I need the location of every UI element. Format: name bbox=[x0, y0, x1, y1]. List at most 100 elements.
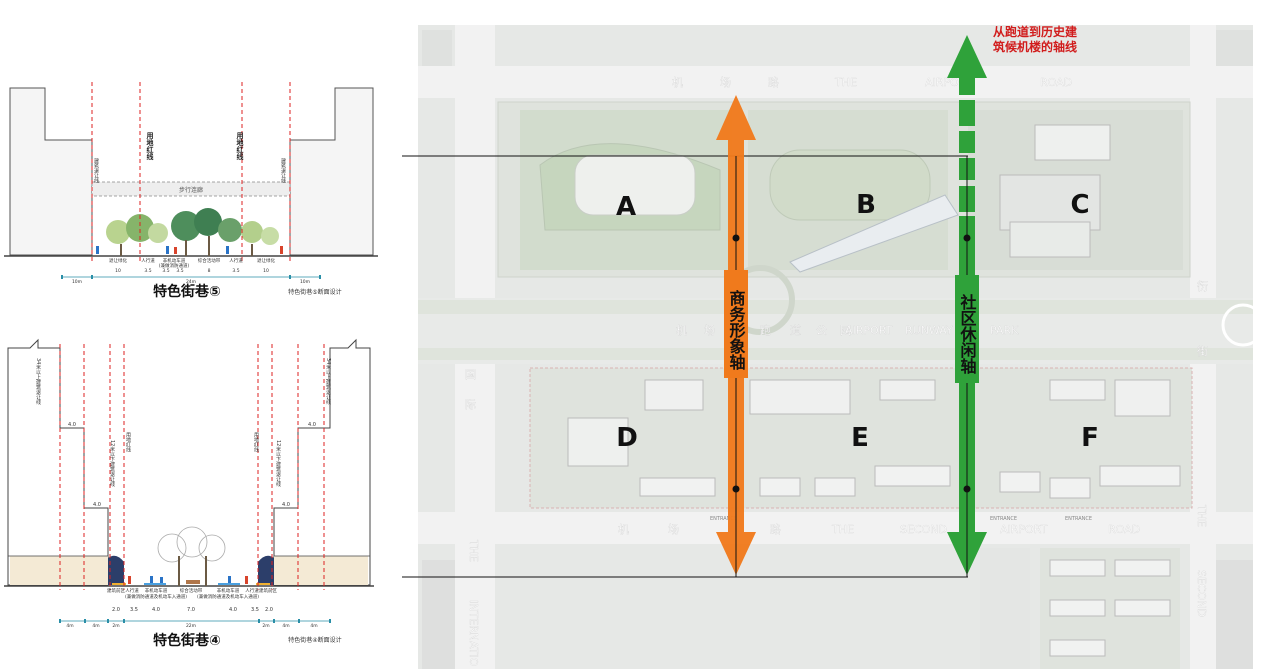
sec5-dim-6: 3.5 bbox=[232, 268, 239, 274]
road-top-3: 路 bbox=[768, 76, 779, 89]
park-2: 场 bbox=[704, 323, 715, 337]
sec4-total-2: 4m bbox=[92, 623, 99, 629]
red-line-label-left-4: 用地红线 bbox=[125, 432, 131, 452]
mid-setback-right: 12米以下建筑退让线 bbox=[275, 440, 281, 487]
section-4-trees bbox=[128, 526, 248, 586]
red-line-label-right-4: 用地红线 bbox=[253, 432, 259, 452]
sec5-label-4: 综合活动带 bbox=[198, 257, 221, 264]
block-d-label: D bbox=[616, 423, 638, 453]
park-7: AIRPORT bbox=[845, 324, 893, 337]
sec4-dim-1: 2.0 bbox=[112, 607, 120, 613]
road-top-1: 机 bbox=[672, 75, 683, 89]
sec5-total-mid: 24m bbox=[186, 279, 196, 285]
sec4-total-5: 2m bbox=[262, 623, 269, 629]
road-bot-2: 场 bbox=[668, 522, 679, 536]
sec5-label-3: 非机动车道 bbox=[163, 257, 186, 264]
sec4-label-1: 建筑前区 bbox=[107, 587, 125, 594]
right-road-cn-1: 衍 bbox=[1197, 279, 1208, 293]
sec4-label-7: 建筑前区 bbox=[259, 587, 277, 594]
sec5-label-5: 人行道 bbox=[229, 257, 243, 264]
road-bot-1: 机 bbox=[618, 522, 629, 536]
sec4-total-1: 4m bbox=[66, 623, 73, 629]
sec5-label-6: 退让绿化 bbox=[257, 257, 275, 264]
park-5: 公 bbox=[816, 324, 827, 337]
sec4-dim-4: 7.0 bbox=[187, 607, 195, 613]
road-top-6: ROAD bbox=[1040, 76, 1072, 89]
step-label-left-top: 4.0 bbox=[68, 422, 76, 428]
block-c-label: C bbox=[1070, 190, 1089, 220]
road-top-2: 场 bbox=[720, 75, 731, 89]
park-9: PARK bbox=[990, 324, 1019, 337]
right-road-cn-2: 街 bbox=[1197, 344, 1208, 358]
sec5-total-left: 10m bbox=[72, 279, 82, 285]
sec4-total-7: 4m bbox=[310, 623, 317, 629]
left-road-en-2: INTERNATIO bbox=[467, 600, 480, 667]
svg-text:筑候机楼的轴线: 筑候机楼的轴线 bbox=[993, 39, 1077, 54]
sec5-dim-7: 10 bbox=[263, 268, 269, 274]
sec4-sublabel-right: (兼做消防通道及机动车入通道) bbox=[197, 593, 259, 600]
orange-axis: 商务形象轴 bbox=[716, 95, 756, 577]
site-plan: 机 场 路 THE AIRPORT ROAD A B C 机 场 跑 道 bbox=[418, 25, 1265, 669]
sec5-dim-4: 3.5 bbox=[176, 268, 183, 274]
section-4-note: 特色街巷④断面设计 bbox=[288, 636, 341, 644]
road-top-4: THE bbox=[834, 76, 857, 89]
sec4-dim-5: 4.0 bbox=[229, 607, 237, 613]
tall-setback-right: 34米以上建筑退让线 bbox=[325, 358, 331, 405]
sec4-dim-6: 3.5 bbox=[251, 607, 259, 613]
sec4-total-4: 22m bbox=[186, 623, 196, 629]
left-road-1: 国 bbox=[465, 368, 476, 381]
sec5-total-right: 10m bbox=[300, 279, 310, 285]
step-label-right-bottom: 4.0 bbox=[282, 502, 290, 508]
road-bot-5: SECOND bbox=[900, 523, 947, 536]
right-road-2: SECOND bbox=[1195, 570, 1208, 617]
sec4-label-6: 人行道 bbox=[245, 587, 259, 594]
green-axis: 社区休闲轴 bbox=[947, 35, 987, 577]
section-4-title: 特色街巷④ bbox=[153, 632, 221, 649]
entrance-2: ENTRANCE bbox=[990, 516, 1017, 522]
sec4-sublabel-left: (兼做消防通道及机动车入通道) bbox=[125, 593, 187, 600]
sec5-sublabel: (兼做消防通道) bbox=[159, 262, 190, 269]
section-5-red-lines bbox=[91, 82, 291, 262]
sec4-dim-7: 2.0 bbox=[265, 607, 273, 613]
red-line-label-left: 用地红线 bbox=[146, 132, 154, 161]
step-label-left-bottom: 4.0 bbox=[93, 502, 101, 508]
section-5-note: 特色街巷⑤断面设计 bbox=[288, 288, 341, 296]
block-f-label: F bbox=[1081, 423, 1099, 453]
entrance-3: ENTRANCE bbox=[1065, 516, 1092, 522]
block-e-label: E bbox=[851, 423, 869, 453]
park-3: 跑 bbox=[760, 323, 771, 337]
sec5-label-1: 退让绿化 bbox=[109, 257, 127, 264]
section-4: 34米以上建筑退让线 34米以上建筑退让线 12米以下建筑退让线 12米以下建筑… bbox=[4, 338, 374, 649]
entrance-1: ENTRANCE bbox=[710, 516, 737, 522]
green-axis-label: 社区休闲轴 bbox=[958, 293, 978, 375]
section-5-trees bbox=[96, 208, 283, 256]
axis-top-label: 从跑道到历史建 筑候机楼的轴线 bbox=[993, 24, 1078, 54]
sec4-label-5: 非机动车道 bbox=[217, 587, 240, 594]
sec4-total-6: 4m bbox=[282, 623, 289, 629]
sec4-dim-2: 3.5 bbox=[130, 607, 138, 613]
road-bot-3: 路 bbox=[770, 523, 781, 536]
sec4-total-3: 2m bbox=[112, 623, 119, 629]
setback-label-left: 建筑退让线 bbox=[93, 157, 99, 183]
right-road-1: THE bbox=[1195, 504, 1208, 527]
red-line-label-right: 用地红线 bbox=[236, 132, 244, 161]
sec4-label-3: 非机动车道 bbox=[145, 587, 168, 594]
sec5-dim-3: 3.5 bbox=[162, 268, 169, 274]
left-road-2: 际 bbox=[465, 398, 476, 411]
step-label-right-top: 4.0 bbox=[308, 422, 316, 428]
section-5-title: 特色街巷⑤ bbox=[153, 283, 221, 300]
sec5-dim-1: 10 bbox=[115, 268, 121, 274]
sec5-label-2: 人行道 bbox=[141, 257, 155, 264]
mid-setback-left: 12米以下建筑退让线 bbox=[109, 440, 115, 487]
block-b-label: B bbox=[856, 190, 876, 220]
svg-text:从跑道到历史建: 从跑道到历史建 bbox=[993, 24, 1078, 39]
canopy-label: 步行连廊 bbox=[179, 186, 203, 194]
setback-label-right: 建筑退让线 bbox=[280, 157, 286, 183]
road-bot-6: AIRPORT bbox=[1000, 523, 1048, 536]
tall-setback-left: 34米以上建筑退让线 bbox=[35, 358, 41, 405]
block-a-label: A bbox=[616, 192, 636, 222]
park-4: 道 bbox=[790, 323, 801, 337]
section-4-red-lines bbox=[59, 344, 325, 590]
orange-axis-label: 商务形象轴 bbox=[727, 289, 746, 371]
